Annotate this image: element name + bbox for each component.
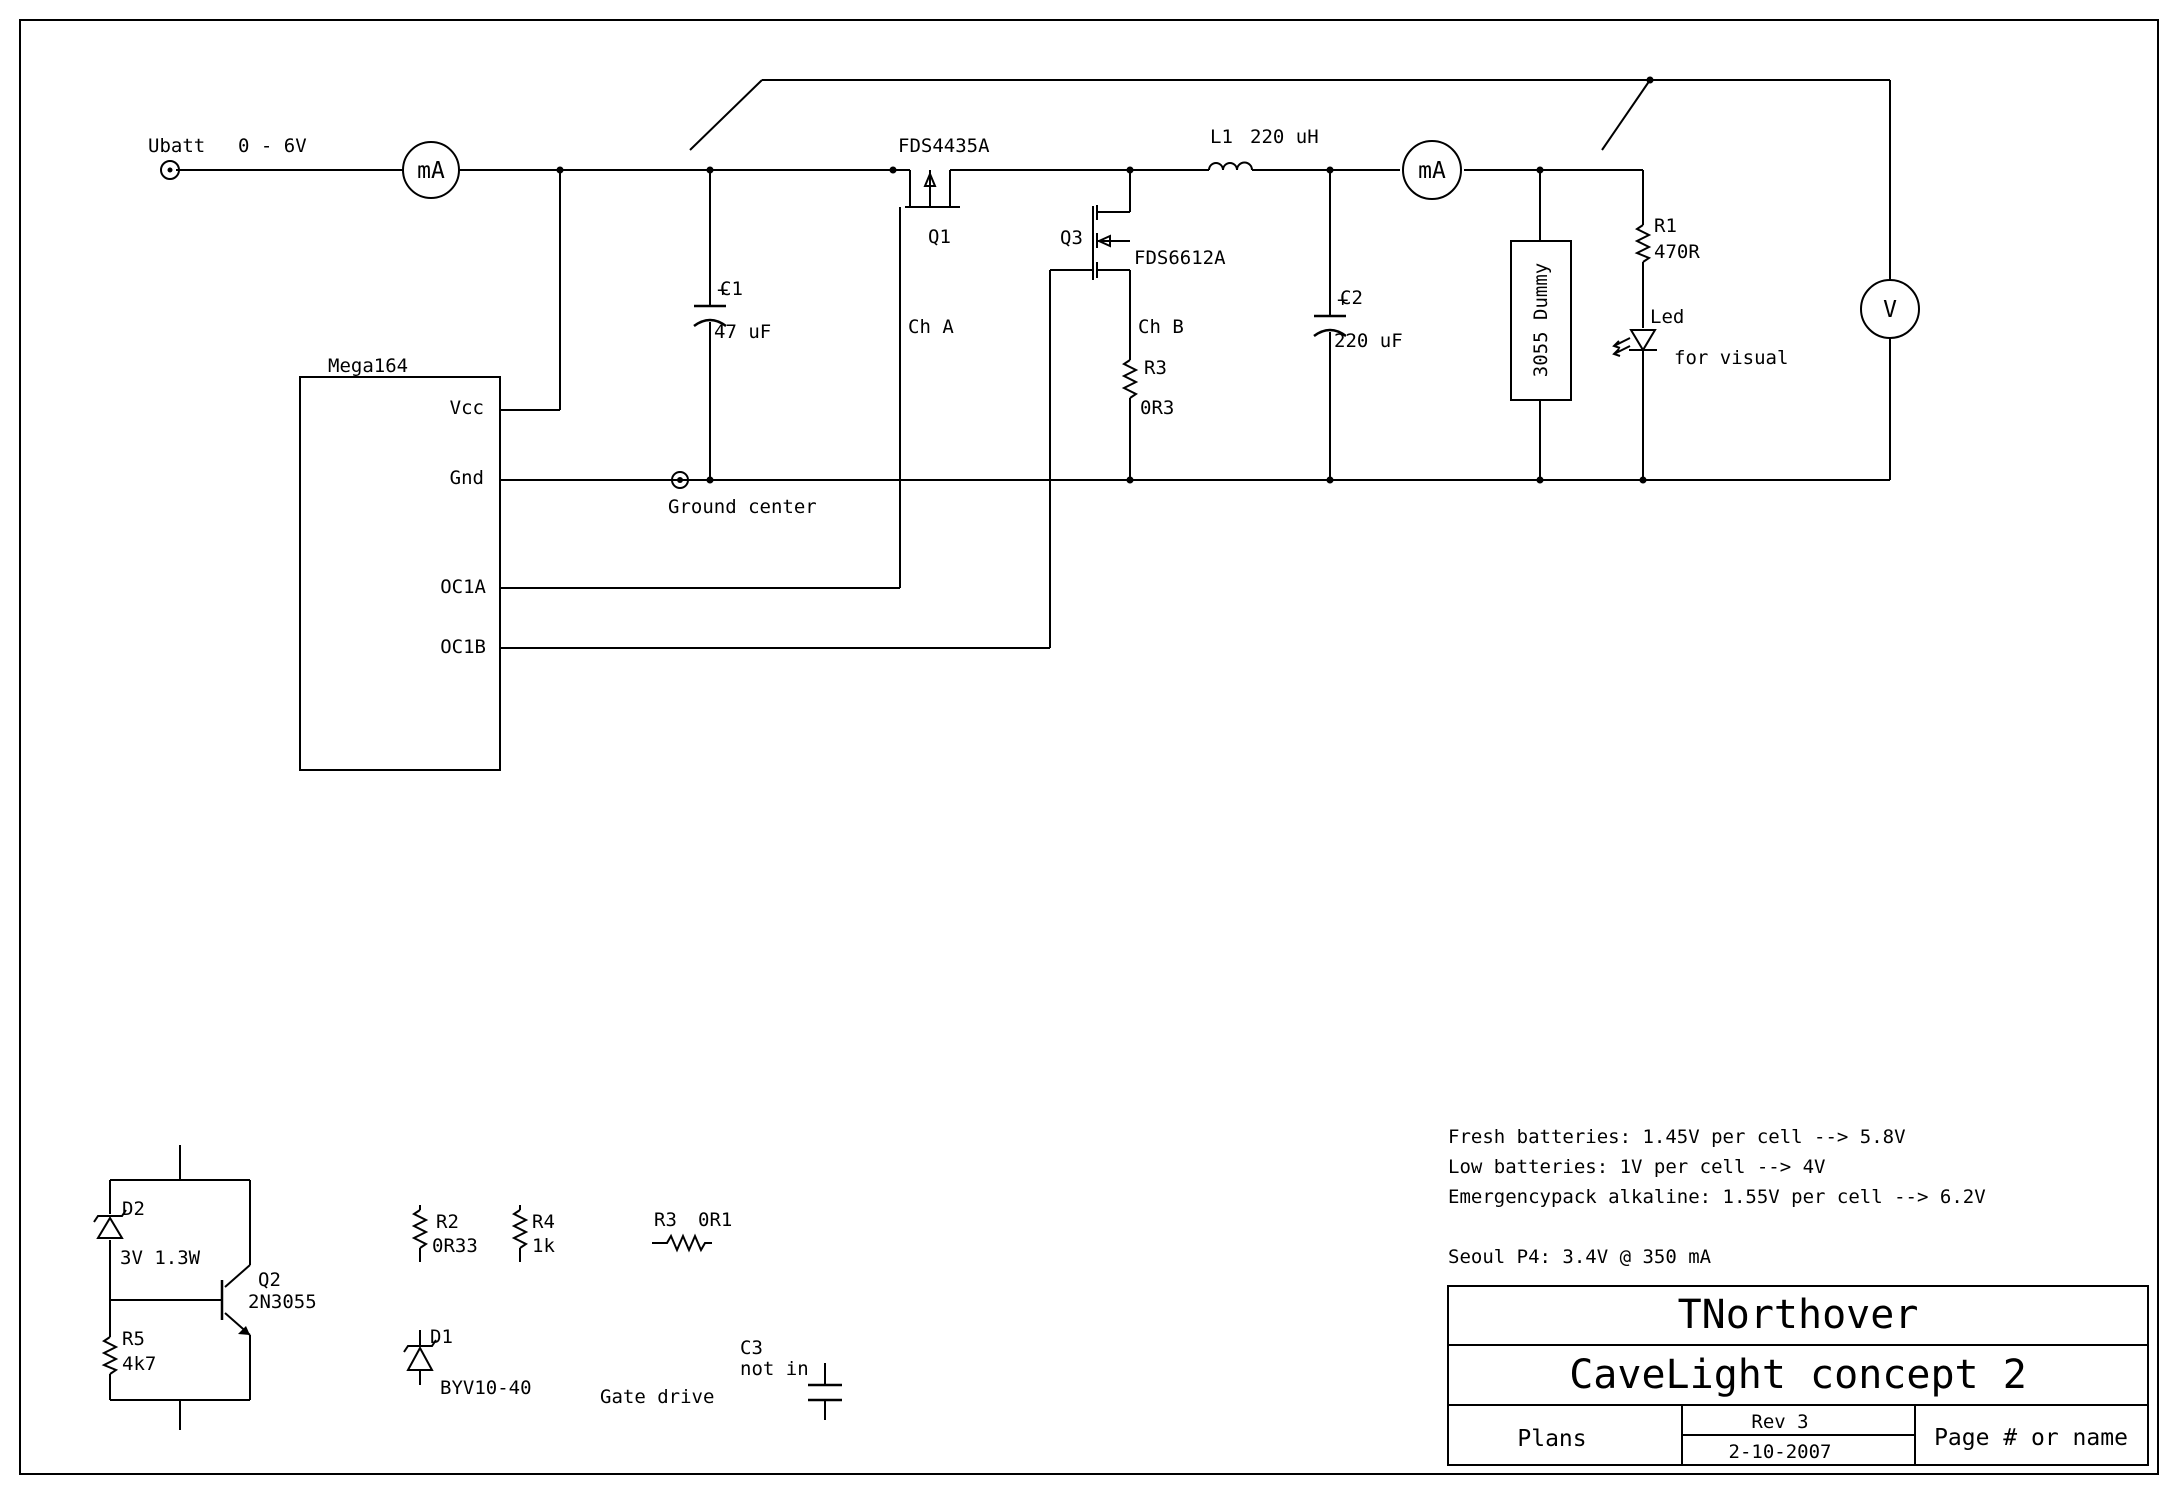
main-wires — [176, 79, 1891, 649]
ch-b-label: Ch B — [1138, 316, 1184, 338]
mcu-mega164: Mega164 Vcc Gnd OC1A OC1B — [299, 355, 501, 771]
inductor-l1: L1 220 uH — [1208, 126, 1319, 171]
d2-ref: D2 — [122, 1198, 145, 1220]
c3-ref: C3 — [740, 1337, 763, 1359]
meter-label: mA — [1418, 158, 1446, 184]
mosfet-q3: Q3 FDS6612A Ch B — [1060, 205, 1226, 338]
r2-value: 0R33 — [432, 1235, 478, 1257]
c2-polarity: + — [1337, 289, 1348, 311]
note-line: Fresh batteries: 1.45V per cell --> 5.8V — [1448, 1126, 1906, 1148]
title-block: TNorthover CaveLight concept 2 Plans Rev… — [1447, 1285, 2149, 1466]
r1-value: 470R — [1654, 241, 1700, 263]
revision-label: Rev 3 — [1751, 1411, 1808, 1433]
meter-label: mA — [417, 158, 445, 184]
c1-ref: C1 — [720, 278, 743, 300]
meter-label: V — [1883, 297, 1897, 323]
q1-ref: Q1 — [928, 226, 951, 248]
mosfet-q1: FDS4435A Q1 Ch A — [893, 135, 990, 338]
page-label: Page # or name — [1934, 1425, 2128, 1451]
led-note: for visual — [1674, 347, 1788, 369]
capacitor-c2: + C2 220 uF — [1313, 287, 1403, 352]
r2-ref: R2 — [436, 1211, 459, 1233]
ground-label: Ground center — [668, 496, 817, 518]
r3-value: 0R3 — [1140, 397, 1174, 419]
c3-note: not in — [740, 1358, 809, 1380]
d1-ref: D1 — [430, 1326, 453, 1348]
mcu-name: Mega164 — [328, 355, 408, 377]
author-name: TNorthover — [1678, 1292, 1919, 1338]
r3b-value: 0R1 — [698, 1209, 732, 1231]
c2-value: 220 uF — [1334, 330, 1403, 352]
r5-value: 4k7 — [122, 1353, 156, 1375]
q2-ref: Q2 — [258, 1269, 281, 1291]
led-ref: Led — [1650, 306, 1684, 328]
battery-notes: Fresh batteries: 1.45V per cell --> 5.8V… — [1448, 1126, 1986, 1268]
c1-polarity: + — [717, 279, 728, 301]
note-line: Low batteries: 1V per cell --> 4V — [1448, 1156, 1826, 1178]
resistor-r1: R1 470R — [1634, 215, 1700, 263]
pin-vcc: Vcc — [450, 397, 484, 419]
junction-dots — [556, 76, 1654, 484]
gate-drive-parts: R2 0R33 R4 1k R3 0R1 D1 BYV10-40 C3 not … — [403, 1205, 842, 1420]
led-indicator: Led for visual — [1612, 306, 1788, 369]
q2-part: 2N3055 — [248, 1291, 317, 1313]
dummy-load-box: 3055 Dummy — [1510, 240, 1572, 401]
dummy-label: 3055 Dummy — [1530, 263, 1552, 377]
q3-ref: Q3 — [1060, 227, 1083, 249]
battery-terminal: Ubatt 0 - 6V — [148, 135, 307, 180]
pin-oc1a: OC1A — [440, 576, 486, 598]
c1-value: 47 uF — [714, 321, 771, 343]
milliammeter-input: mA — [402, 141, 460, 199]
date-label: 2-10-2007 — [1729, 1441, 1832, 1463]
pin-gnd: Gnd — [450, 467, 484, 489]
l1-value: 220 uH — [1250, 126, 1319, 148]
r4-ref: R4 — [532, 1211, 555, 1233]
led-spec-note: Seoul P4: 3.4V @ 350 mA — [1448, 1246, 1712, 1268]
d1-part: BYV10-40 — [440, 1377, 532, 1399]
gate-drive-label: Gate drive — [600, 1386, 714, 1408]
d2-value: 3V 1.3W — [120, 1247, 201, 1269]
l1-ref: L1 — [1210, 126, 1233, 148]
pin-oc1b: OC1B — [440, 636, 486, 658]
voltmeter: V — [1860, 279, 1920, 339]
r1-ref: R1 — [1654, 215, 1677, 237]
dummy-load-circuit: Q2 2N3055 D2 3V 1.3W R5 4k7 — [93, 1145, 317, 1430]
ground-center-terminal: Ground center — [668, 471, 817, 518]
source-range: 0 - 6V — [238, 135, 307, 157]
note-line: Emergencypack alkaline: 1.55V per cell -… — [1448, 1186, 1986, 1208]
section-label: Plans — [1517, 1426, 1586, 1452]
q3-part: FDS6612A — [1134, 247, 1226, 269]
source-name: Ubatt — [148, 135, 205, 157]
q1-part: FDS4435A — [898, 135, 990, 157]
r5-ref: R5 — [122, 1328, 145, 1350]
ch-a-label: Ch A — [908, 316, 954, 338]
r3-ref: R3 — [1144, 357, 1167, 379]
r4-value: 1k — [532, 1235, 555, 1257]
milliammeter-output: mA — [1402, 140, 1462, 200]
resistor-r3: R3 0R3 — [1121, 357, 1174, 419]
capacitor-c1: + C1 47 uF — [693, 278, 771, 343]
page-border — [19, 19, 2159, 1475]
drawing-title: CaveLight concept 2 — [1569, 1352, 2027, 1398]
r3b-ref: R3 — [654, 1209, 677, 1231]
c2-ref: C2 — [1340, 287, 1363, 309]
